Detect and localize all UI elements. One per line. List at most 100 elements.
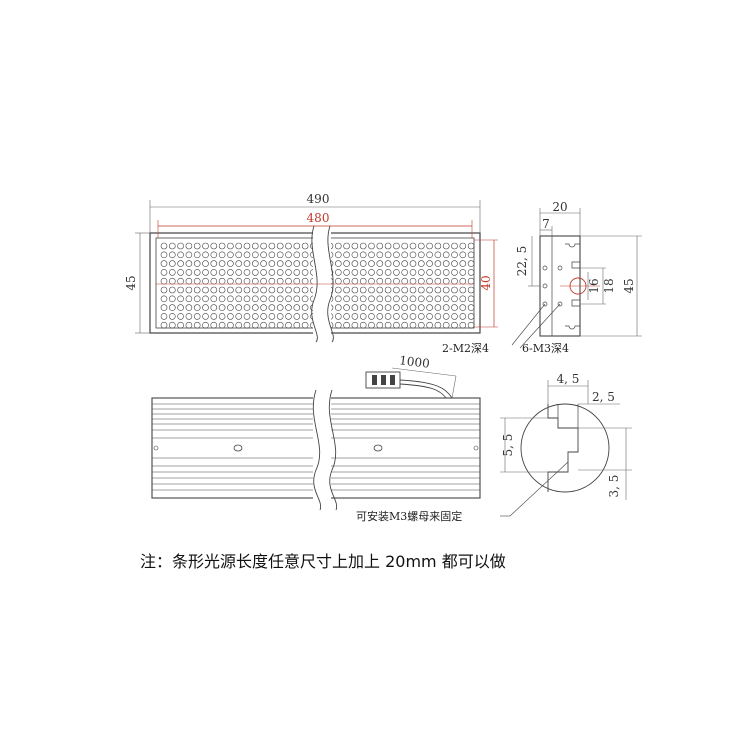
led-dot [368, 321, 375, 329]
led-dot [409, 313, 417, 320]
led-dot [193, 295, 201, 303]
led-dot [359, 277, 367, 285]
led-dot [260, 277, 267, 285]
led-dot [160, 286, 168, 294]
led-dot [368, 251, 375, 259]
led-dot [434, 260, 442, 267]
led-dot [376, 260, 384, 267]
led-dot [434, 269, 442, 276]
led-dot [268, 286, 276, 294]
side-hole [233, 444, 243, 452]
led-dot [293, 277, 301, 285]
led-dot [467, 295, 475, 303]
led-dot [202, 295, 209, 303]
led-dot [459, 251, 467, 259]
led-dot [169, 242, 176, 250]
led-dot [451, 269, 458, 276]
connector-pin [390, 375, 395, 385]
led-dot [434, 286, 442, 294]
led-dot [417, 304, 425, 311]
led-dot [285, 295, 292, 303]
led-dot [401, 242, 409, 250]
led-dot [393, 295, 400, 303]
led-dot [384, 251, 392, 259]
led-dot [301, 304, 309, 311]
led-dot [218, 313, 226, 320]
dim-40-label: 40 [479, 275, 493, 290]
led-dot [334, 286, 342, 294]
led-dot [426, 286, 433, 294]
led-dot [409, 251, 417, 259]
led-dot [351, 260, 359, 267]
led-dot [467, 260, 475, 267]
led-dot [202, 321, 209, 329]
led-dot [285, 321, 292, 329]
led-dot [334, 242, 342, 250]
led-dot [393, 304, 400, 311]
led-dot [409, 295, 417, 303]
led-dot [417, 277, 425, 285]
mount-hole [542, 301, 548, 307]
led-dot [301, 321, 309, 329]
led-dot [359, 286, 367, 294]
led-dot [285, 286, 292, 294]
led-dot [359, 242, 367, 250]
led-dot [276, 286, 284, 294]
led-dot [351, 313, 359, 320]
led-dot [442, 251, 450, 259]
led-dot [177, 321, 184, 329]
led-dot [401, 251, 409, 259]
dim-4-5-label: 4, 5 [557, 372, 580, 386]
led-dot [235, 251, 242, 259]
led-dot [359, 251, 367, 259]
led-dot [235, 304, 242, 311]
led-dot [268, 251, 276, 259]
led-dot [401, 269, 409, 276]
led-dot [268, 277, 276, 285]
led-dot [343, 313, 350, 320]
dim-3-5-label: 3, 5 [607, 475, 621, 498]
led-dot [210, 269, 218, 276]
led-dot [417, 242, 425, 250]
led-dot [451, 277, 458, 285]
led-dot [376, 269, 384, 276]
led-dot [218, 295, 226, 303]
led-dot [218, 321, 226, 329]
break-line-left [312, 389, 322, 511]
led-dot [293, 269, 301, 276]
mount-hole [557, 265, 563, 271]
led-dot [177, 304, 184, 311]
led-dot [160, 304, 168, 311]
led-dot [459, 313, 467, 320]
dim-line-1000 [391, 367, 457, 377]
led-dot [218, 277, 226, 285]
dim-2-5-label: 2, 5 [592, 390, 615, 404]
led-dot [185, 295, 193, 303]
led-dot [293, 242, 301, 250]
led-dot [169, 251, 176, 259]
led-dot [301, 251, 309, 259]
led-dot [193, 251, 201, 259]
led-dot [268, 269, 276, 276]
led-dot [227, 242, 234, 250]
note-text: 注：条形光源长度任意尺寸上加上 20mm 都可以做 [140, 552, 506, 571]
led-dot [351, 295, 359, 303]
led-dot [343, 251, 350, 259]
label-nut: 可安装M3螺母来固定 [356, 509, 462, 523]
led-dot [210, 295, 218, 303]
led-dot [185, 251, 193, 259]
cable [399, 379, 453, 399]
led-dot [177, 260, 184, 267]
break-gap [313, 392, 331, 508]
led-dot [384, 269, 392, 276]
led-dot [252, 321, 259, 329]
led-dot [193, 304, 201, 311]
led-dot [210, 286, 218, 294]
led-dot [343, 242, 350, 250]
led-dot [169, 269, 176, 276]
led-dot [260, 242, 267, 250]
led-dot [401, 321, 409, 329]
led-dot [442, 304, 450, 311]
led-dot [384, 286, 392, 294]
led-dot [459, 242, 467, 250]
